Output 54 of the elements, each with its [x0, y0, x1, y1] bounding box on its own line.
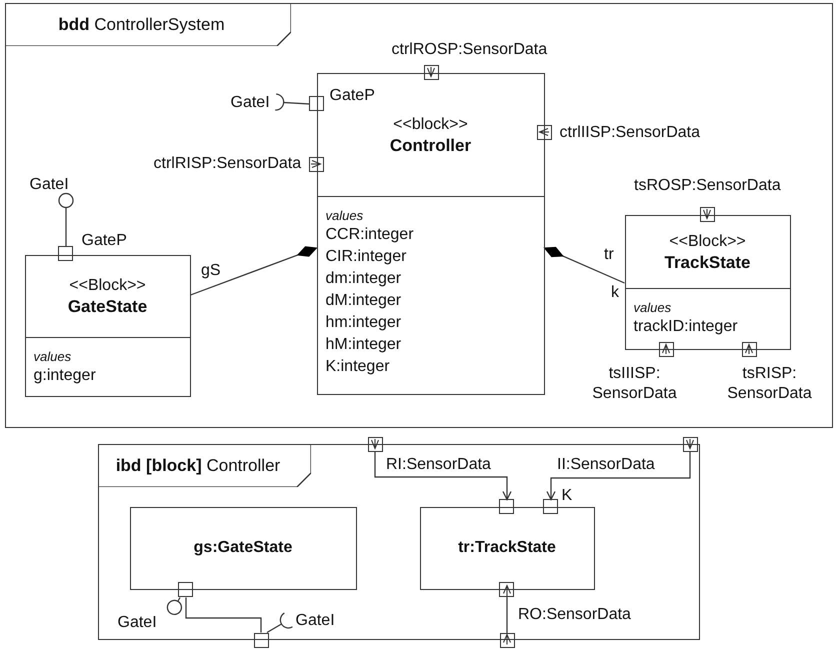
connector-line — [503, 585, 511, 645]
connector-line — [546, 452, 691, 500]
attribute-text: g:integer — [34, 366, 96, 386]
port-label: GateP — [82, 230, 127, 250]
attribute-text: trackID:integer — [634, 317, 738, 337]
interface-line — [266, 612, 294, 634]
block-box — [624, 214, 790, 350]
block-name: Controller — [390, 134, 472, 156]
attribute-text: K:integer — [326, 357, 390, 377]
block-box — [24, 254, 190, 396]
attribute-text: dm:integer — [326, 269, 402, 289]
stereotype-label: <<Block>> — [669, 232, 746, 252]
part-box — [420, 506, 594, 590]
interface-label: GateI — [30, 176, 69, 194]
attribute-text: CCR:integer — [326, 225, 414, 245]
attribute-text: dM:integer — [326, 291, 402, 311]
port-label: ctrlIISP:SensorData — [560, 122, 700, 142]
port-label: ctrlROSP:SensorData — [392, 40, 548, 60]
interface-line — [166, 597, 182, 615]
compartment-label: values — [634, 299, 672, 316]
port-label: tsROSP:SensorData — [634, 176, 781, 196]
interface-label: GateI — [118, 614, 157, 632]
port-label: K — [562, 486, 572, 506]
port-label: tsRISP: SensorData — [726, 364, 813, 404]
part-box — [130, 506, 356, 590]
block-name: TrackState — [664, 252, 750, 273]
interface-line — [58, 192, 74, 246]
composition-line — [190, 246, 317, 296]
connector-line — [374, 452, 512, 500]
part-name: tr:TrackState — [458, 539, 556, 557]
attribute-text: hm:integer — [326, 313, 402, 333]
diagram-frame — [98, 444, 700, 640]
port-label: tsIIISP: SensorData — [591, 364, 678, 404]
port-label: GateP — [330, 86, 375, 106]
interface-label: GateI — [282, 612, 335, 630]
block-box — [316, 72, 544, 394]
part-name: gs:GateState — [194, 539, 292, 557]
frame-title: bdd ControllerSystem — [57, 15, 226, 35]
compartment-label: values — [34, 348, 72, 365]
port-label: ctrlRISP:SensorData — [154, 154, 302, 174]
connector-line — [185, 598, 262, 632]
attribute-text: hM:integer — [326, 335, 402, 355]
stereotype-label: <<block>> — [393, 114, 468, 135]
interface-line — [274, 93, 310, 111]
compartment-label: values — [326, 207, 364, 224]
frame-title: ibd [block] Controller — [114, 456, 282, 476]
diagram-frame — [5, 3, 833, 428]
stereotype-label: <<Block>> — [69, 276, 146, 296]
role-label: gS — [200, 262, 222, 280]
interface-label: GateI — [230, 94, 284, 112]
block-name: GateState — [68, 296, 148, 318]
attribute-text: CIR:integer — [326, 247, 406, 267]
composition-line — [544, 246, 625, 284]
multiplicity-label: k — [611, 284, 619, 302]
